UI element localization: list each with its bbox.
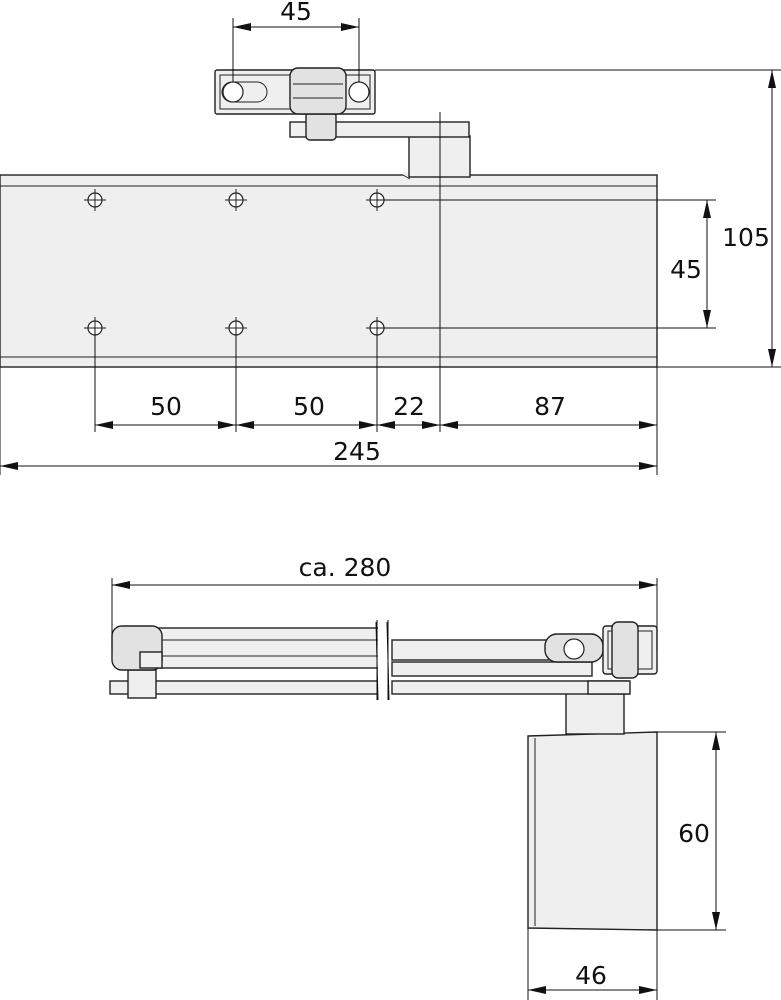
upper-arm — [154, 627, 593, 677]
dim-label-hole-spacing-1: 50 — [150, 392, 182, 421]
dim-arm-length: ca. 280 — [111, 553, 658, 650]
top-view: 45 105 45 — [0, 0, 781, 475]
dim-label-body-depth: 46 — [575, 961, 607, 990]
side-view: ca. 280 60 46 — [109, 553, 726, 1000]
dim-label-axis-to-end: 87 — [534, 392, 566, 421]
dim-label-hole-spacing-2: 50 — [293, 392, 325, 421]
closer-body — [0, 172, 658, 368]
dim-label-total-length: 245 — [333, 437, 381, 466]
dim-body-height: 60 — [657, 731, 726, 931]
dim-total-height: 105 — [375, 69, 781, 368]
dim-label-shoe: 45 — [280, 0, 312, 26]
dim-label-height: 105 — [722, 223, 770, 252]
horizontal-extension-lines — [0, 328, 658, 475]
dim-chain-row: 50 50 22 87 — [95, 392, 657, 429]
mounting-shoe — [214, 67, 376, 115]
arm-end-left — [111, 625, 163, 699]
lower-arm — [109, 680, 631, 695]
arm-pivot-right — [544, 621, 658, 679]
closer-body-side — [527, 691, 658, 931]
break-marks — [375, 615, 390, 705]
dim-hole-vertical-spacing: 45 — [377, 199, 716, 329]
dim-label-body-height: 60 — [678, 819, 710, 848]
dim-body-depth: 46 — [527, 928, 658, 1000]
dim-label-arm-length: ca. 280 — [299, 553, 392, 582]
arm — [289, 111, 470, 141]
dim-label-hole-vertical: 45 — [670, 255, 702, 284]
dim-total-length: 245 — [0, 437, 657, 470]
dim-label-hole-to-axis: 22 — [393, 392, 425, 421]
dim-shoe-hole-spacing: 45 — [232, 0, 360, 82]
